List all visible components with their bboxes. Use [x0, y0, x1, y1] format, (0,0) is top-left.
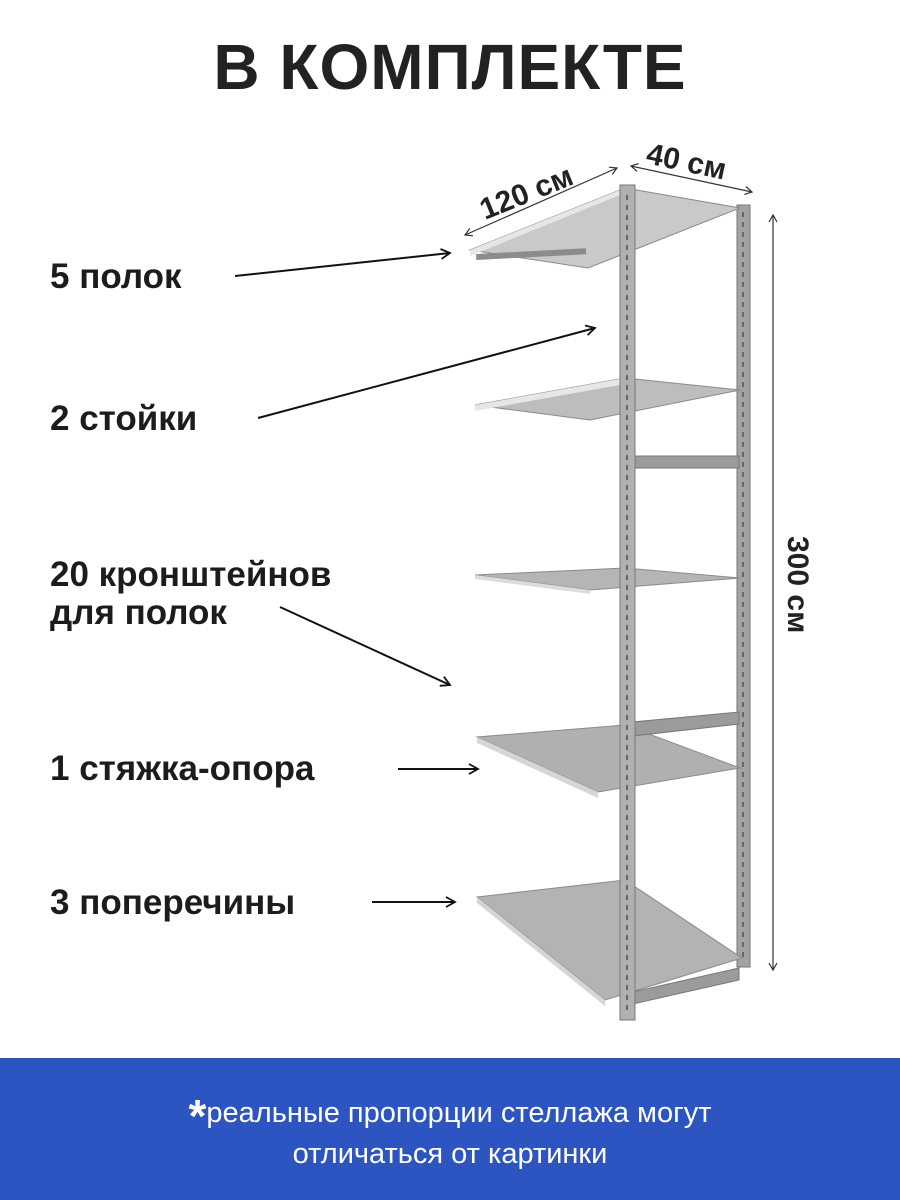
asterisk-icon: *: [188, 1090, 207, 1142]
dimension-height: 300 см: [781, 536, 814, 633]
crossbar: [632, 455, 740, 469]
item-shelves-label: 5 полок: [50, 257, 182, 296]
arrow-shelves: [234, 248, 452, 277]
dimension-depth: 40 см: [644, 138, 730, 187]
item-brackets-label: 20 кронштейнов для полок: [50, 556, 331, 632]
item-tie-label: 1 стяжка-опора: [50, 749, 315, 788]
item-brackets-line1: 20 кронштейнов: [50, 555, 332, 594]
page-title: В КОМПЛЕКТЕ: [213, 31, 687, 103]
arrow-brackets: [279, 606, 452, 687]
front-post: [619, 184, 636, 1021]
dimension-length-line: [463, 166, 619, 237]
disclaimer-text: *реальные пропорции стеллажа могут отлич…: [0, 1093, 900, 1173]
shelving-illustration: 120 см 40 см 300 см: [234, 138, 814, 1021]
item-brackets-line2: для полок: [50, 593, 227, 632]
dimension-depth-line: [629, 162, 754, 196]
shelf: [474, 377, 741, 421]
disclaimer-line1: реальные пропорции стеллажа могут: [206, 1097, 712, 1129]
tie-support: [632, 711, 740, 737]
disclaimer-line2: отличаться от картинки: [292, 1138, 608, 1170]
shelf: [475, 724, 742, 798]
item-crossbars-label: 3 поперечины: [50, 883, 296, 922]
shelf: [475, 879, 744, 1006]
shelf: [474, 567, 741, 594]
disclaimer-banner: *реальные пропорции стеллажа могут отлич…: [0, 1058, 900, 1200]
item-posts-label: 2 стойки: [50, 399, 198, 438]
arrow-posts: [257, 324, 597, 419]
